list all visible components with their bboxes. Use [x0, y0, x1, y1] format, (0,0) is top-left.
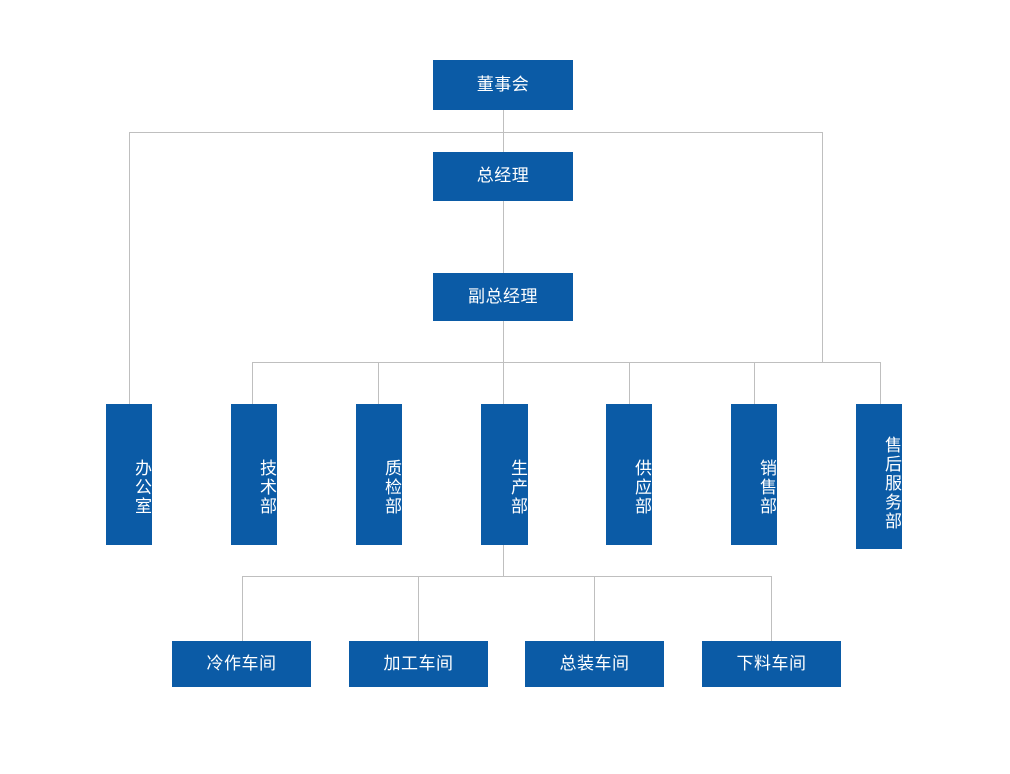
org-node-workshop-final-assembly[interactable]: 总装车间: [525, 641, 664, 687]
connector-board-to-office: [129, 132, 130, 404]
org-node-department-quality-inspection[interactable]: 质检部: [356, 404, 402, 545]
org-node-department-sales[interactable]: 销售部: [731, 404, 777, 545]
connector-production-to-processing-workshop: [418, 576, 419, 641]
org-node-workshop-cold-work[interactable]: 冷作车间: [172, 641, 311, 687]
connector-deputy-to-supply: [629, 362, 630, 404]
connector-production-to-cutting-workshop: [771, 576, 772, 641]
org-node-workshop-cutting[interactable]: 下料车间: [702, 641, 841, 687]
org-node-department-supply[interactable]: 供应部: [606, 404, 652, 545]
connector-deputy-to-technical: [252, 362, 253, 404]
connector-deputy-bracket-horizontal: [252, 362, 880, 363]
org-node-workshop-processing[interactable]: 加工车间: [349, 641, 488, 687]
connector-deputy-to-production: [503, 362, 504, 404]
org-node-department-office[interactable]: 办公室: [106, 404, 152, 545]
connector-board-bracket-horizontal: [129, 132, 822, 133]
connector-production-to-cold-work-workshop: [242, 576, 243, 641]
org-node-general-manager[interactable]: 总经理: [433, 152, 573, 201]
connector-workshop-bracket-horizontal: [242, 576, 771, 577]
org-node-department-after-sales-service[interactable]: 售后服务部: [856, 404, 902, 549]
connector-deputy-to-sales: [754, 362, 755, 404]
connector-board-to-general-manager: [503, 110, 504, 152]
connector-general-manager-to-deputy: [503, 201, 504, 273]
connector-production-to-bracket: [503, 545, 504, 576]
connector-board-to-after-sales: [822, 132, 823, 362]
connector-deputy-to-quality: [378, 362, 379, 404]
org-node-deputy-general-manager[interactable]: 副总经理: [433, 273, 573, 321]
org-node-board[interactable]: 董事会: [433, 60, 573, 110]
connector-deputy-to-after-sales: [880, 362, 881, 404]
org-node-department-production[interactable]: 生产部: [481, 404, 528, 545]
connector-production-to-assembly-workshop: [594, 576, 595, 641]
connector-deputy-to-bracket: [503, 321, 504, 362]
org-node-department-technical[interactable]: 技术部: [231, 404, 277, 545]
